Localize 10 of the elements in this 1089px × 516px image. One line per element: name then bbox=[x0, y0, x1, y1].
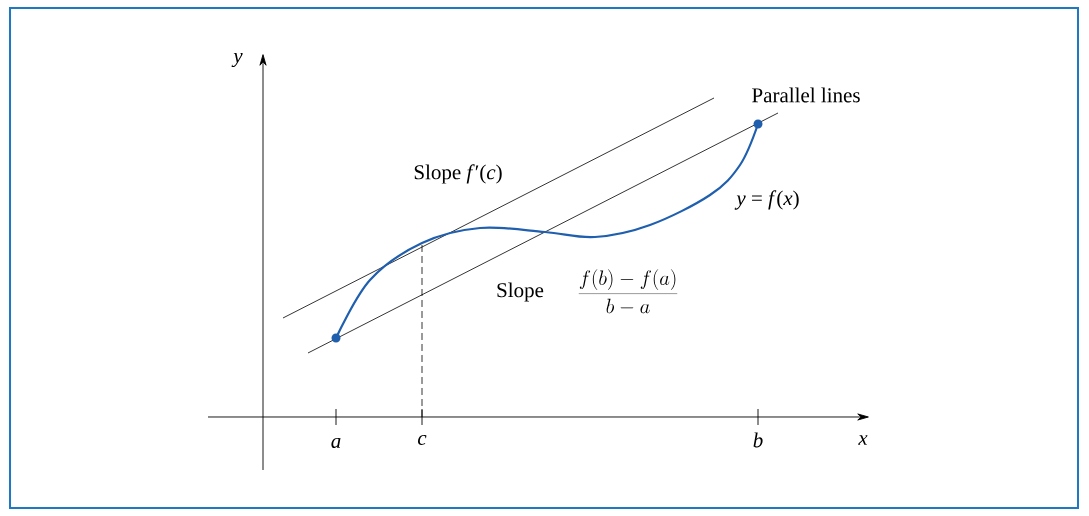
text-label: y = f(x) bbox=[734, 190, 799, 210]
tick-label: a bbox=[331, 437, 341, 449]
text-label: Slope f′(c) bbox=[414, 164, 502, 184]
formula: $\frac{f(b) - f(a)}{b - a}$ bbox=[578, 269, 678, 314]
tick-label: c bbox=[418, 434, 427, 446]
axis-label: x bbox=[858, 435, 868, 445]
text-label: Parallel lines bbox=[752, 87, 860, 103]
tick-label: b bbox=[753, 432, 763, 448]
axis-label: y bbox=[231, 52, 243, 68]
text-label: Slope bbox=[497, 282, 544, 302]
